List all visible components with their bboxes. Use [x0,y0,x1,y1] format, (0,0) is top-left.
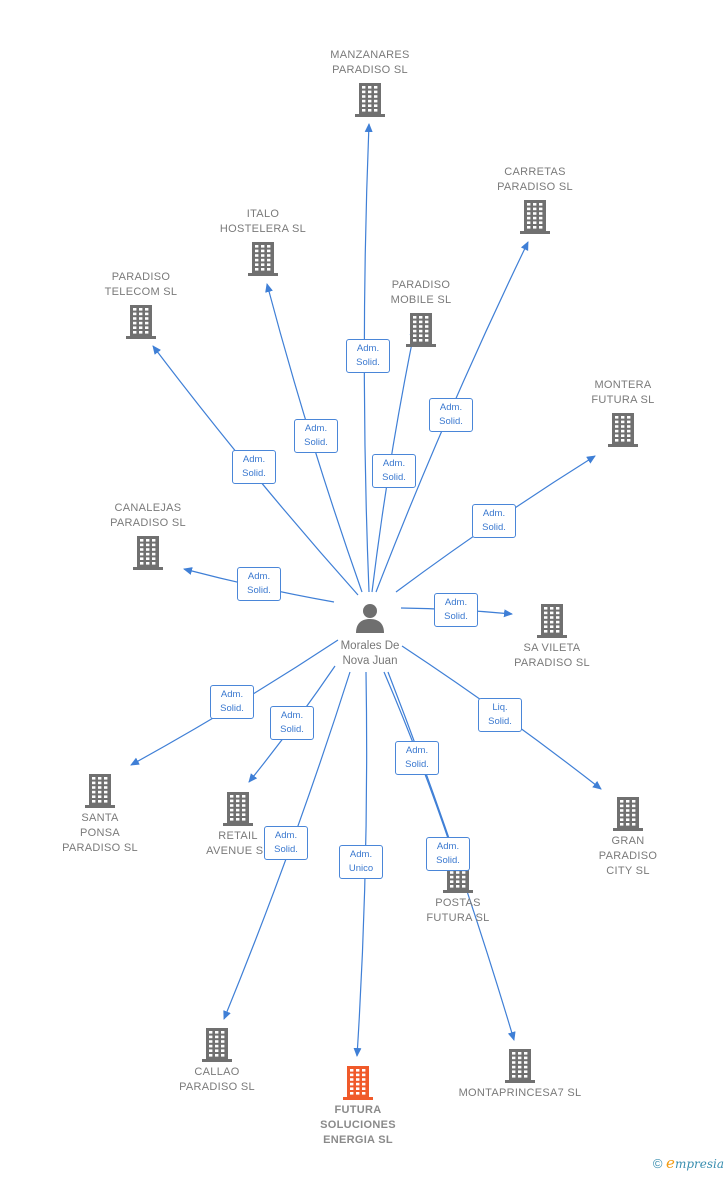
center-person-node[interactable]: Morales De Nova Juan [310,602,430,669]
company-name-postas: POSTAS FUTURA SL [426,897,490,924]
building-icon [343,1066,373,1100]
building-icon [537,604,567,638]
company-node-gran-paradiso[interactable]: GRAN PARADISO CITY SL [553,796,703,879]
role-badge-carretas[interactable]: Adm. Solid. [429,398,473,432]
company-name-montera: MONTERA FUTURA SL [591,379,655,406]
building-icon [613,797,643,831]
company-name-manzanares: MANZANARES PARADISO SL [330,49,410,76]
building-icon [520,200,550,234]
company-node-paradiso-telecom[interactable]: PARADISO TELECOM SL [66,270,216,340]
role-badge-canalejas[interactable]: Adm. Solid. [237,567,281,601]
company-name-carretas: CARRETAS PARADISO SL [497,166,573,193]
company-node-paradiso-mobile[interactable]: PARADISO MOBILE SL [346,278,496,348]
role-badge-postas[interactable]: Adm. Solid. [395,741,439,775]
building-icon [406,313,436,347]
company-name-montaprincesa: MONTAPRINCESA7 SL [458,1087,582,1099]
company-node-callao[interactable]: CALLAO PARADISO SL [142,1027,292,1095]
role-badge-paradiso-telecom[interactable]: Adm. Solid. [232,450,276,484]
company-node-montera[interactable]: MONTERA FUTURA SL [548,378,698,448]
company-node-montaprincesa[interactable]: MONTAPRINCESA7 SL [445,1048,595,1101]
company-name-italo: ITALO HOSTELERA SL [219,208,307,235]
company-name-santa-ponsa: SANTA PONSA PARADISO SL [62,812,138,854]
company-node-canalejas[interactable]: CANALEJAS PARADISO SL [73,501,223,571]
role-badge-gran-paradiso[interactable]: Liq. Solid. [478,698,522,732]
role-badge-futura[interactable]: Adm. Unico [339,845,383,879]
company-name-gran-paradiso: GRAN PARADISO CITY SL [598,835,658,877]
role-badge-retail[interactable]: Adm. Solid. [270,706,314,740]
building-icon [85,774,115,808]
company-node-carretas[interactable]: CARRETAS PARADISO SL [460,165,610,235]
copyright-symbol: © [652,1156,663,1171]
company-node-italo[interactable]: ITALO HOSTELERA SL [188,207,338,277]
brand-logo-e: e [666,1154,675,1172]
company-node-futura[interactable]: FUTURA SOLUCIONES ENERGIA SL [283,1065,433,1148]
building-icon [505,1049,535,1083]
company-node-sa-vileta[interactable]: SA VILETA PARADISO SL [477,603,627,671]
role-badge-santa-ponsa[interactable]: Adm. Solid. [210,685,254,719]
building-icon [126,305,156,339]
company-name-sa-vileta: SA VILETA PARADISO SL [514,642,590,669]
company-name-paradiso-mobile: PARADISO MOBILE SL [390,279,452,306]
building-icon [248,242,278,276]
person-icon [356,604,384,633]
role-badge-montera[interactable]: Adm. Solid. [472,504,516,538]
company-name-canalejas: CANALEJAS PARADISO SL [110,502,186,529]
role-badge-callao[interactable]: Adm. Solid. [264,826,308,860]
role-badge-manzanares[interactable]: Adm. Solid. [346,339,390,373]
company-node-retail[interactable]: RETAIL AVENUE SL [163,791,313,859]
brand-footer: © empresia [653,1154,724,1172]
company-node-manzanares[interactable]: MANZANARES PARADISO SL [295,48,445,118]
company-name-retail: RETAIL AVENUE SL [206,830,270,857]
building-icon [202,1028,232,1062]
building-icon [133,536,163,570]
building-icon [608,413,638,447]
building-icon [223,792,253,826]
role-badge-italo[interactable]: Adm. Solid. [294,419,338,453]
company-name-callao: CALLAO PARADISO SL [179,1066,255,1093]
role-badge-paradiso-mobile[interactable]: Adm. Solid. [372,454,416,488]
brand-logo-text: mpresia [674,1157,724,1171]
company-node-santa-ponsa[interactable]: SANTA PONSA PARADISO SL [25,773,175,856]
role-badge-montaprincesa[interactable]: Adm. Solid. [426,837,470,871]
building-icon [355,83,385,117]
company-name-futura: FUTURA SOLUCIONES ENERGIA SL [320,1104,396,1146]
role-badge-sa-vileta[interactable]: Adm. Solid. [434,593,478,627]
company-name-paradiso-telecom: PARADISO TELECOM SL [104,271,178,298]
center-person-name: Morales De Nova Juan [340,640,400,667]
